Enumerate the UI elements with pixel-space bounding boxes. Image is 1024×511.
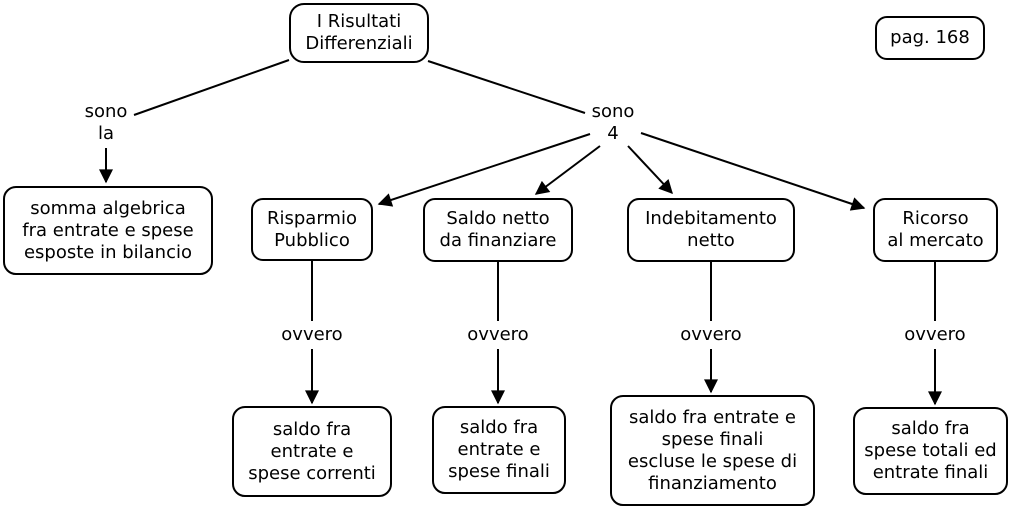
node-ricorso-al-mercato: Ricorso al mercato [873, 198, 998, 262]
link-label-ovvero-indebitamento: ovvero [680, 324, 742, 345]
node-risparmio-pubblico: Risparmio Pubblico [251, 198, 373, 261]
edge-root-to-sono-4 [427, 60, 586, 114]
node-definition-somma-algebrica: somma algebrica fra entrate e spese espo… [3, 186, 213, 275]
node-definition-saldo-netto: saldo fra entrate e spese finali [432, 406, 566, 494]
node-risultati-differenziali: I Risultati Differenziali [289, 3, 429, 63]
node-page-reference: pag. 168 [875, 16, 985, 60]
edge-sono4-to-indebitamento [627, 145, 673, 195]
node-definition-risparmio-pubblico: saldo fra entrate e spese correnti [232, 406, 392, 497]
node-indebitamento-netto: Indebitamento netto [627, 198, 795, 262]
node-definition-ricorso-al-mercato: saldo fra spese totali ed entrate finali [853, 407, 1008, 495]
link-label-ovvero-ricorso: ovvero [904, 324, 966, 345]
link-label-ovvero-risparmio: ovvero [281, 324, 343, 345]
node-definition-indebitamento-netto: saldo fra entrate e spese finali escluse… [610, 395, 815, 506]
link-label-sono-4: sono 4 [591, 101, 635, 144]
edge-sono4-to-saldo-netto [534, 145, 601, 195]
edge-sono4-to-risparmio [377, 133, 591, 207]
link-label-sono-la: sono la [84, 101, 128, 144]
edge-root-to-sono-la [133, 59, 290, 116]
node-saldo-netto-da-finanziare: Saldo netto da finanziare [423, 198, 573, 262]
link-label-ovvero-saldo-netto: ovvero [467, 324, 529, 345]
edge-sono4-to-ricorso [640, 132, 866, 211]
